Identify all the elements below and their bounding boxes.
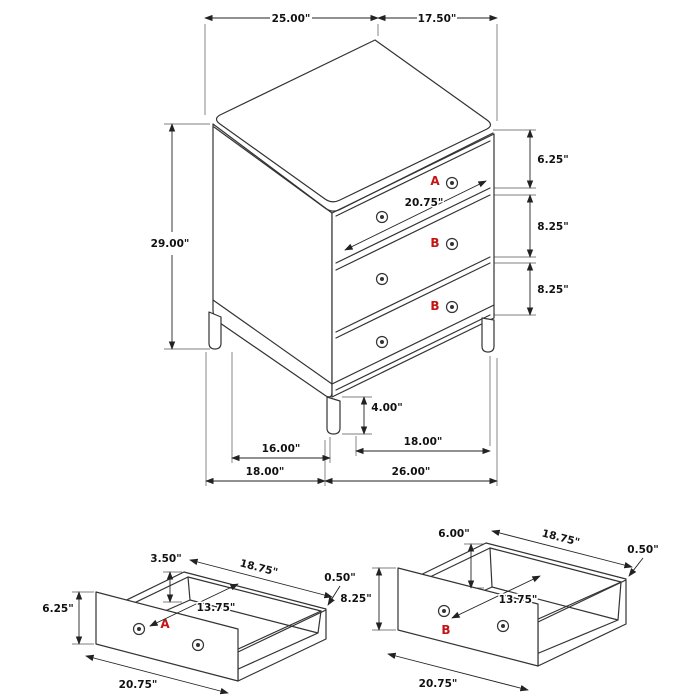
drawer-b-detail-view: B 8.25" 6.00" 18.75" 0.50" 13.75" 20.75" bbox=[339, 526, 660, 692]
dim-b-front-width-line bbox=[387, 652, 529, 692]
dim-top-depth-label: 17.50" bbox=[418, 13, 457, 25]
dim-top-width-label: 25.00" bbox=[272, 13, 311, 25]
dim-a-front-width-line bbox=[85, 654, 229, 695]
chest-base-rail bbox=[212, 299, 495, 385]
drawer-a-right-wall bbox=[237, 609, 327, 682]
drawer-a-detail-view: A 6.25" 3.50" 18.75" 0.50" 13.75" 20.75" bbox=[41, 552, 357, 695]
knob-center bbox=[442, 609, 446, 613]
chest-drawer-b1-label: B bbox=[430, 236, 439, 250]
knob-center bbox=[380, 215, 384, 219]
dim-leg-span-left-label: 16.00" bbox=[262, 443, 301, 455]
dim-footprint-depth-label: 18.00" bbox=[246, 466, 285, 478]
dim-drawer-front-width-label: 20.75" bbox=[405, 197, 444, 209]
chest-leg-left bbox=[208, 311, 222, 350]
dim-overall-height-label: 29.00" bbox=[151, 238, 190, 250]
drawer-b-label: B bbox=[441, 623, 450, 637]
dim-a-wall-thickness-label: 0.50" bbox=[324, 572, 355, 584]
chest-leg-right bbox=[481, 317, 495, 353]
knob-center bbox=[450, 242, 454, 246]
dim-a-opening-width-line bbox=[189, 558, 333, 599]
dim-footprint-width-label: 26.00" bbox=[392, 466, 431, 478]
dim-b-front-height-label: 8.25" bbox=[340, 593, 371, 605]
dim-leg-span-right-label: 18.00" bbox=[404, 436, 443, 448]
drawer-b-front-panel bbox=[397, 567, 539, 667]
drawer-a-extension-lines bbox=[72, 571, 182, 645]
dim-leg-height-label: 4.00" bbox=[371, 402, 402, 414]
dim-drawer-front-width-line bbox=[344, 180, 487, 251]
chest-drawer-b2-label: B bbox=[430, 299, 439, 313]
knob-center bbox=[450, 181, 454, 185]
drawer-b-right-wall bbox=[537, 579, 627, 667]
dim-a-inner-depth-label: 13.75" bbox=[197, 602, 236, 614]
dim-b-side-height-label: 6.00" bbox=[438, 528, 469, 540]
dim-b-inner-depth-label: 13.75" bbox=[499, 594, 538, 606]
dim-a-wall-thickness-leader bbox=[327, 585, 341, 606]
dim-b-opening-width-label: 18.75" bbox=[541, 527, 581, 548]
chest-drawer-a-label: A bbox=[430, 174, 440, 188]
drawer-b-extension-lines bbox=[372, 543, 484, 631]
dim-a-side-height-label: 3.50" bbox=[150, 553, 181, 565]
dim-top-drawer-height-label: 6.25" bbox=[537, 154, 568, 166]
chest-extension-lines bbox=[164, 24, 536, 486]
chest-leg-front bbox=[326, 396, 341, 435]
knob-center bbox=[380, 340, 384, 344]
dim-b-wall-thickness-leader bbox=[628, 557, 644, 577]
dim-b-inner-depth-line bbox=[451, 575, 541, 619]
dim-b-front-width-label: 20.75" bbox=[419, 678, 458, 690]
knob-center bbox=[501, 624, 505, 628]
knob-center bbox=[196, 643, 200, 647]
dim-b-wall-thickness-label: 0.50" bbox=[627, 544, 658, 556]
dim-a-front-height-label: 6.25" bbox=[42, 603, 73, 615]
dim-middle-drawer-height-label: 8.25" bbox=[537, 221, 568, 233]
dim-bottom-drawer-height-label: 8.25" bbox=[537, 284, 568, 296]
dim-a-front-width-label: 20.75" bbox=[119, 679, 158, 691]
dim-b-opening-width-line bbox=[491, 529, 633, 569]
dim-a-opening-width-label: 18.75" bbox=[239, 557, 279, 578]
knob-center bbox=[380, 277, 384, 281]
chest-top-face bbox=[215, 39, 492, 203]
chest-isometric-view: A B B 25.00" 17.50" 6.25" 8.25" 8.25" 29… bbox=[149, 12, 570, 486]
dim-a-inner-depth-line bbox=[149, 583, 239, 627]
knob-center bbox=[137, 627, 141, 631]
knob-center bbox=[450, 305, 454, 309]
chest-top-slab-edge bbox=[213, 126, 494, 212]
